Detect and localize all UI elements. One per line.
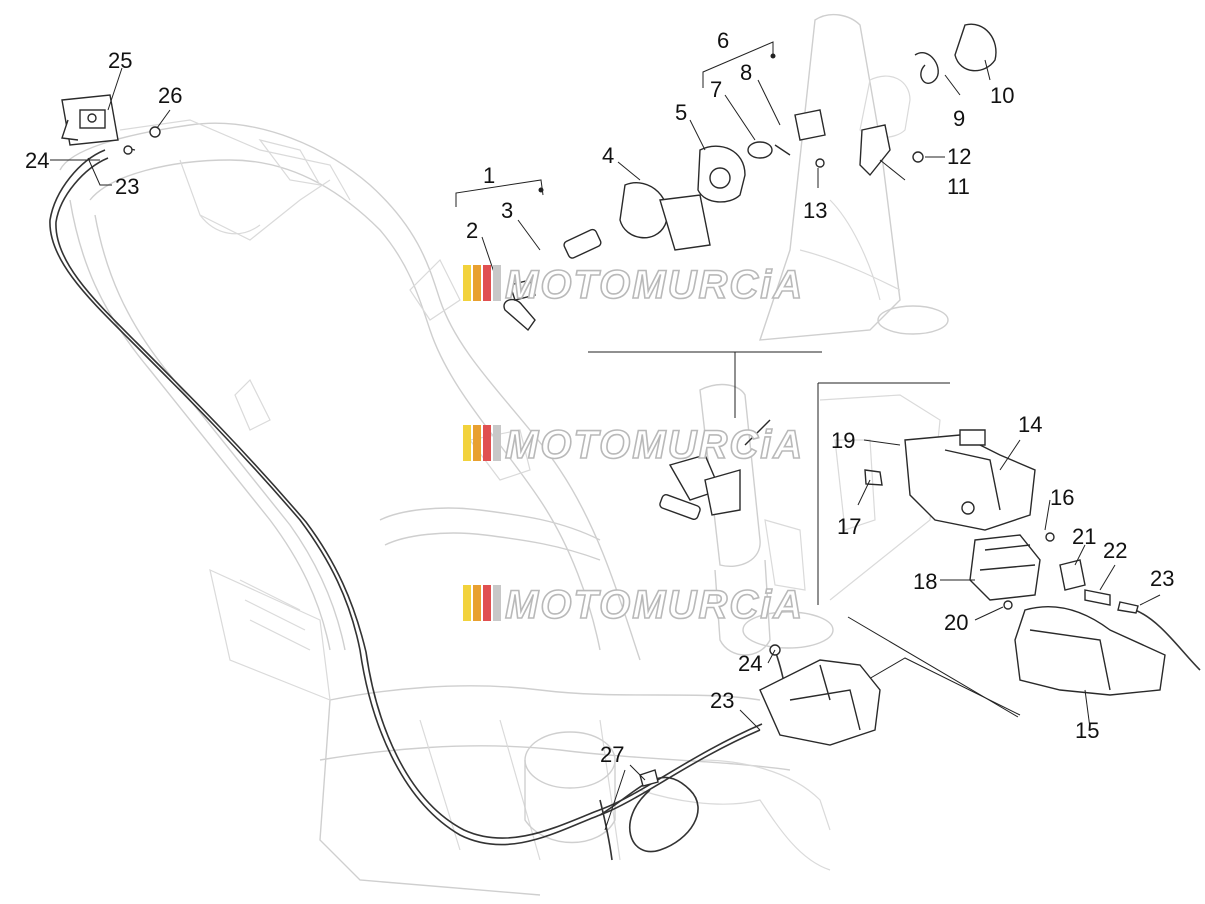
scooter-frame — [59, 13, 1021, 896]
callout-13: 13 — [803, 198, 827, 223]
callout-23-top-left: 23 — [115, 174, 139, 199]
callout-3: 3 — [501, 198, 513, 223]
seat-lock-latch — [61, 94, 119, 146]
callout-labels: 1 2 3 4 5 6 7 8 9 10 11 12 13 14 15 16 1… — [25, 28, 1174, 767]
glove-box-cover — [1014, 606, 1166, 696]
callout-24-bottom: 24 — [738, 651, 762, 676]
callout-25: 25 — [108, 48, 132, 73]
callout-8: 8 — [740, 60, 752, 85]
callout-9: 9 — [953, 106, 965, 131]
callout-17: 17 — [837, 514, 861, 539]
watermark-text: MOTOMURCiA — [505, 263, 804, 307]
callout-23-right: 23 — [1150, 566, 1174, 591]
callout-14: 14 — [1018, 412, 1042, 437]
callout-11: 11 — [947, 174, 970, 199]
callout-5: 5 — [675, 100, 687, 125]
callout-26: 26 — [158, 83, 182, 108]
watermark-text: MOTOMURCiA — [505, 583, 804, 627]
callout-21: 21 — [1072, 524, 1096, 549]
callout-23-bottom: 23 — [710, 688, 734, 713]
latch-screw — [123, 126, 161, 155]
watermark-top: MOTOMURCiA — [463, 262, 804, 308]
callout-1: 1 — [483, 163, 495, 188]
callout-15: 15 — [1075, 718, 1099, 743]
lock-cover-parts — [747, 23, 997, 177]
callout-22: 22 — [1103, 538, 1127, 563]
rear-lock-box — [639, 644, 881, 787]
callout-7: 7 — [710, 77, 722, 102]
callout-10: 10 — [990, 83, 1014, 108]
glove-box-bracket — [864, 429, 1036, 531]
callout-19: 19 — [831, 428, 855, 453]
callout-20: 20 — [944, 610, 968, 635]
callout-12: 12 — [947, 144, 971, 169]
callout-24-top-left: 24 — [25, 148, 49, 173]
callout-16: 16 — [1050, 485, 1074, 510]
center-lock-assembly — [659, 419, 771, 520]
watermark-bottom: MOTOMURCiA — [463, 582, 804, 628]
lock-actuator — [969, 532, 1139, 614]
lock-set — [503, 145, 746, 332]
callout-2: 2 — [466, 218, 478, 243]
callout-4: 4 — [602, 143, 614, 168]
callout-27: 27 — [600, 742, 624, 767]
callout-6: 6 — [717, 28, 729, 53]
watermark-middle: MOTOMURCiA — [463, 422, 804, 468]
callout-18: 18 — [913, 569, 937, 594]
watermark-text: MOTOMURCiA — [505, 423, 804, 467]
